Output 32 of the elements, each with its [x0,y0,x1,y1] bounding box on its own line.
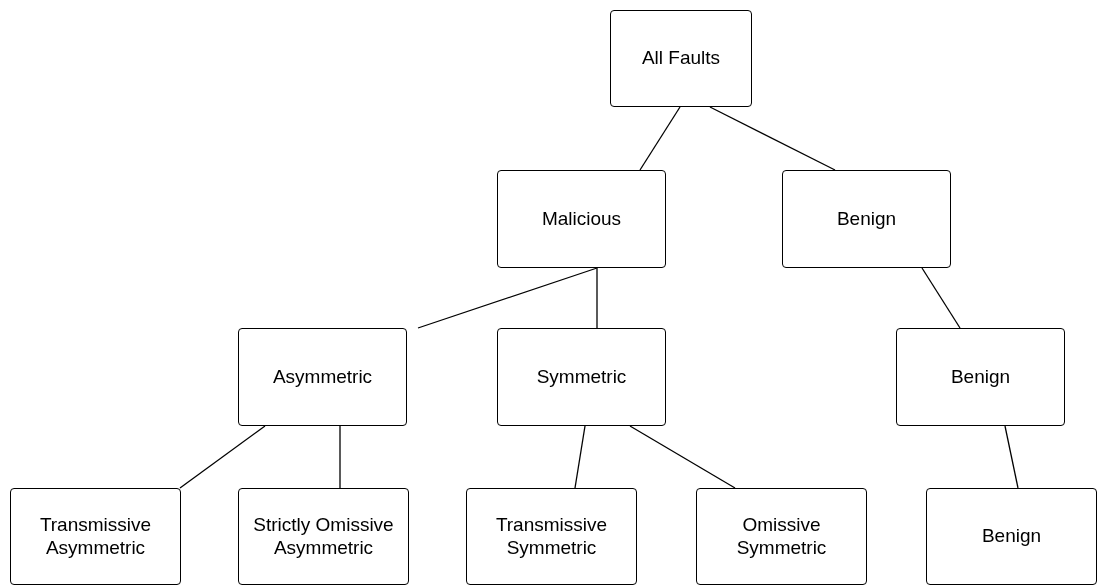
category-box [466,488,637,585]
connector-line [339,425,341,489]
category-label: Asymmetric [272,365,373,389]
connector-line [574,425,586,489]
category-box [497,170,666,268]
category-box [926,488,1097,585]
category-label: Omissive Symmetric [735,513,828,560]
connector-line [1004,425,1019,489]
category-box [896,328,1065,426]
category-box [10,488,181,585]
connector-line [709,106,836,171]
connector-line [417,267,598,329]
connector-line [596,267,598,329]
category-box [238,328,407,426]
category-label: Strictly Omissive Asymmetric [252,513,395,560]
category-label: Symmetric [536,365,627,389]
category-label: Transmissive Symmetric [494,513,609,560]
category-box [782,170,951,268]
category-box [497,328,666,426]
connector-line [639,106,681,171]
category-box [696,488,867,585]
category-label: Malicious [541,207,622,231]
category-label: All Faults [641,47,721,70]
category-label: Benign [981,525,1042,548]
connector-line [921,267,961,329]
category-label: Transmissive Asymmetric [38,513,153,560]
category-box [610,10,752,107]
category-label: Benign [836,207,897,231]
connector-line [179,425,266,489]
category-label: Benign [950,365,1011,389]
category-box [238,488,409,585]
connector-line [629,425,736,489]
